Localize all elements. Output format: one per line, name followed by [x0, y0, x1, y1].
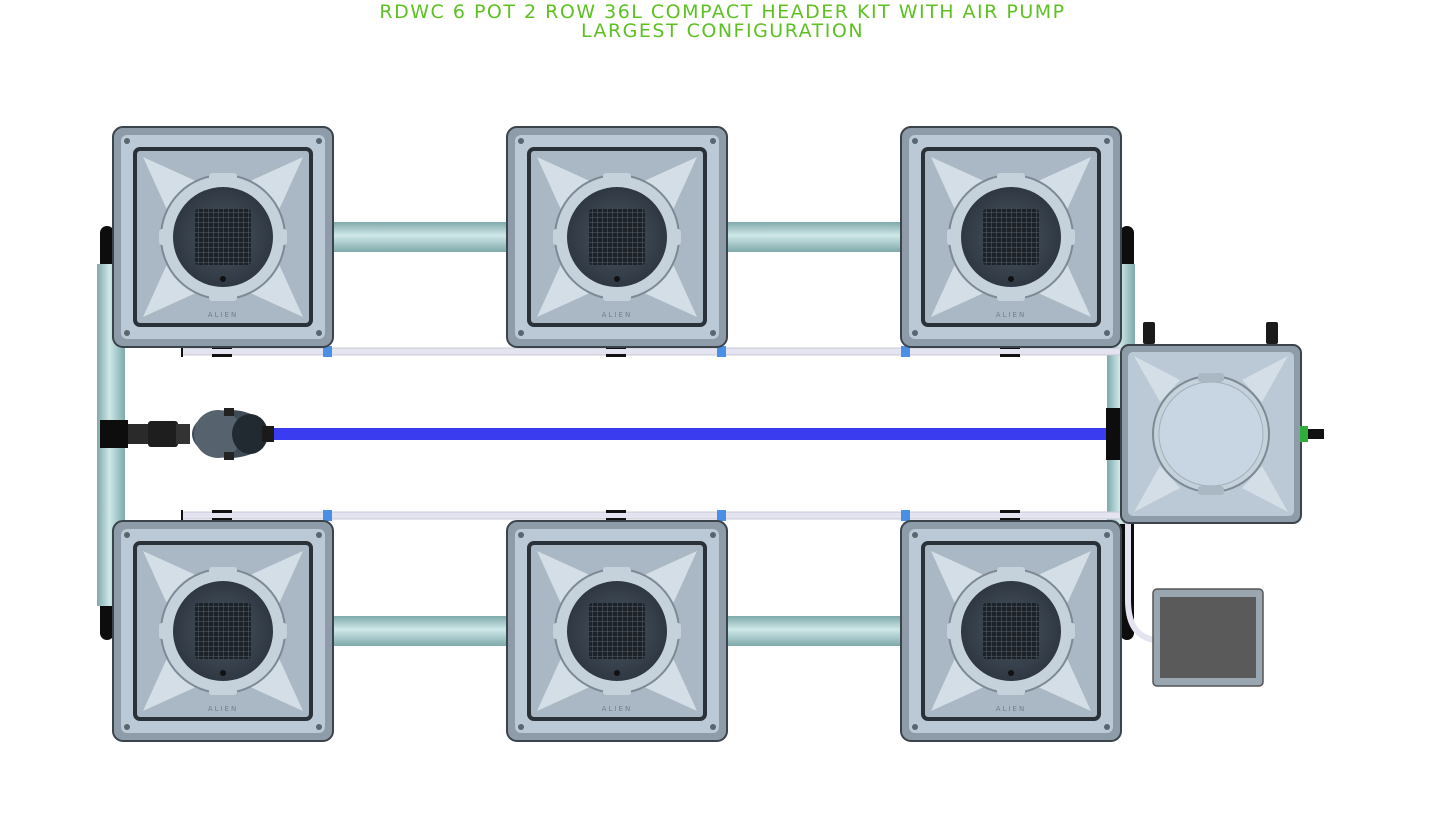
title-line-1: RDWC 6 POT 2 ROW 36L COMPACT HEADER KIT … — [379, 1, 1066, 23]
water-pump — [192, 408, 274, 460]
pot-brand-label: ALIEN — [996, 705, 1026, 713]
title-line-2: LARGEST CONFIGURATION — [580, 20, 865, 42]
valve-connector — [176, 424, 190, 444]
valve-fitting — [128, 424, 148, 444]
pot-brand-label: ALIEN — [208, 311, 238, 319]
pot-brand-label: ALIEN — [602, 705, 632, 713]
air-connector — [901, 346, 910, 357]
pot-brand-label: ALIEN — [996, 311, 1026, 319]
air-connector — [901, 510, 910, 521]
air-pump — [1152, 588, 1264, 687]
header-tank — [1106, 322, 1324, 524]
valve-body — [148, 421, 178, 447]
pipe-bottom-1-2 — [330, 616, 510, 646]
pipe-bottom-2-3 — [724, 616, 904, 646]
pipe-top-1-2 — [330, 222, 510, 252]
tee-fitting — [100, 420, 128, 448]
air-connector — [323, 346, 332, 357]
air-connector — [323, 510, 332, 521]
air-connector — [717, 346, 726, 357]
air-connector — [717, 510, 726, 521]
pot-brand-label: ALIEN — [602, 311, 632, 319]
pot-brand-label: ALIEN — [208, 705, 238, 713]
pipe-top-2-3 — [724, 222, 904, 252]
blue-return-line — [268, 428, 1122, 440]
